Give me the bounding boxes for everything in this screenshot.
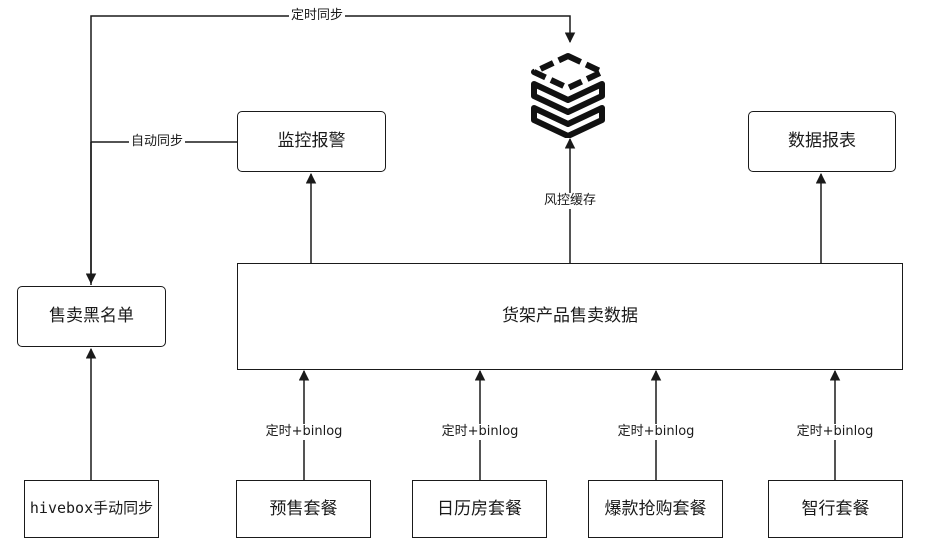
database-stack-icon [531,53,605,138]
presale-package-node: 预售套餐 [236,480,371,538]
calendar-room-package-label: 日历房套餐 [437,498,522,519]
shelf-product-data-node: 货架产品售卖数据 [237,263,903,370]
binlog-edge-label-3: 定时+binlog [615,424,697,440]
hivebox-sync-label: hivebox手动同步 [29,499,154,518]
presale-package-label: 预售套餐 [269,498,338,519]
smart-travel-package-node: 智行套餐 [768,480,903,538]
data-report-label: 数据报表 [788,131,856,152]
shelf-product-data-label: 货架产品售卖数据 [502,306,638,327]
smart-travel-package-label: 智行套餐 [801,498,870,519]
hivebox-sync-node: hivebox手动同步 [24,480,159,538]
risk-cache-edge-label: 风控缓存 [541,193,599,209]
sale-blacklist-label: 售卖黑名单 [49,306,134,327]
binlog-edge-label-1: 定时+binlog [263,424,345,440]
binlog-edge-label-2: 定时+binlog [439,424,521,440]
auto-sync-edge-label: 自动同步 [128,134,186,150]
monitor-alert-label: 监控报警 [277,131,346,152]
data-report-node: 数据报表 [748,111,896,172]
scheduled-sync-edge-label: 定时同步 [288,8,346,24]
flash-sale-package-label: 爆款抢购套餐 [604,498,707,519]
sale-blacklist-node: 售卖黑名单 [17,286,166,347]
flash-sale-package-node: 爆款抢购套餐 [588,480,723,538]
binlog-edge-label-4: 定时+binlog [794,424,876,440]
calendar-room-package-node: 日历房套餐 [412,480,547,538]
monitor-alert-node: 监控报警 [237,111,386,172]
